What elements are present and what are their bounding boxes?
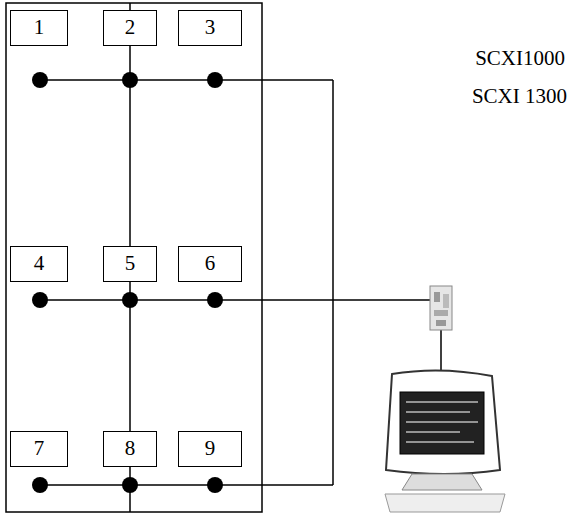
sensor-box: 8 <box>103 431 157 467</box>
box-number: 1 <box>34 16 45 39</box>
device-label: SCXI1000 <box>475 46 565 71</box>
sensor-dots <box>32 72 223 493</box>
box-number: 7 <box>34 437 45 460</box>
sensor-box: 9 <box>178 431 242 467</box>
sensor-box: 3 <box>178 10 242 46</box>
box-number: 3 <box>205 16 216 39</box>
sensor-box: 2 <box>103 10 157 46</box>
sensor-wires <box>40 80 441 485</box>
box-number: 6 <box>205 252 216 275</box>
sensor-box: 1 <box>10 10 68 46</box>
sensor-box: 6 <box>178 246 242 282</box>
box-number: 5 <box>125 252 136 275</box>
box-number: 8 <box>125 437 136 460</box>
sensor-box: 7 <box>10 431 68 467</box>
box-number: 9 <box>205 437 216 460</box>
computer-illustration <box>385 370 505 512</box>
scxi-chassis <box>430 286 452 330</box>
sensor-box: 4 <box>10 246 68 282</box>
box-number: 2 <box>125 16 136 39</box>
box-number: 4 <box>34 252 45 275</box>
device-label: SCXI 1300 <box>472 84 567 109</box>
sensor-box: 5 <box>103 246 157 282</box>
